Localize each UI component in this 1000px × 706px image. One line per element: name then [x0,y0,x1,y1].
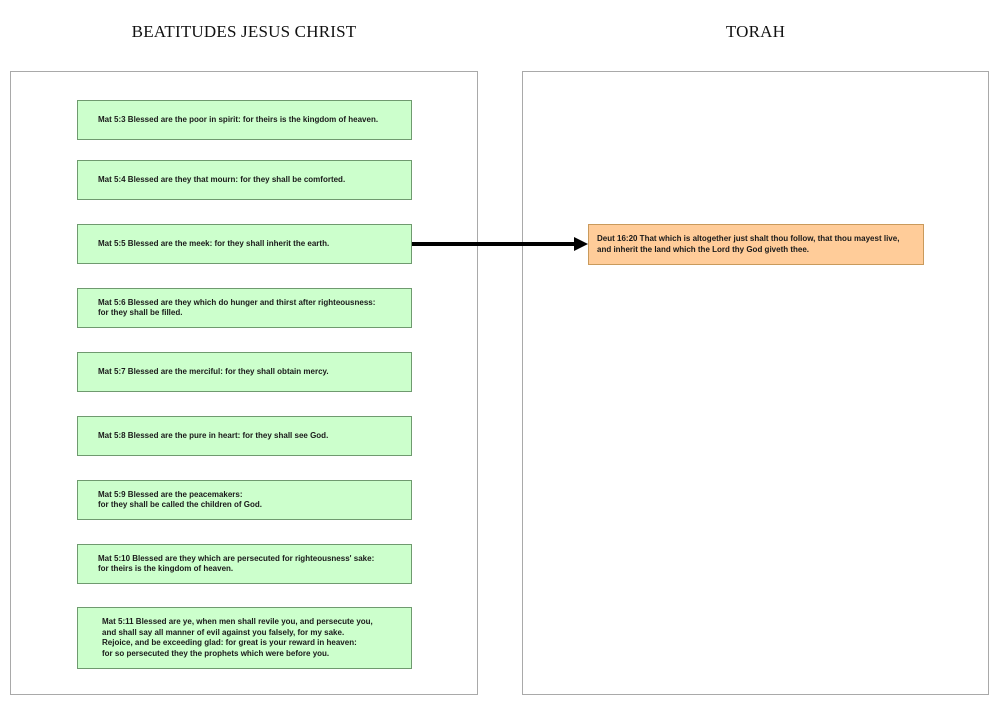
torah-panel [522,71,989,695]
beatitude-text: Mat 5:3 Blessed are the poor in spirit: … [98,114,379,124]
torah-text: Deut 16:20 That which is altogether just… [597,234,900,254]
beatitude-text: Mat 5:10 Blessed are they which are pers… [98,553,375,574]
beatitude-text: Mat 5:11 Blessed are ye, when men shall … [102,617,373,658]
beatitude-node-mat-5-10[interactable]: Mat 5:10 Blessed are they which are pers… [77,544,412,584]
beatitude-text: Mat 5:9 Blessed are the peacemakers: for… [98,489,263,510]
beatitude-node-mat-5-3[interactable]: Mat 5:3 Blessed are the poor in spirit: … [77,100,412,140]
beatitude-node-mat-5-5[interactable]: Mat 5:5 Blessed are the meek: for they s… [77,224,412,264]
beatitude-text: Mat 5:5 Blessed are the meek: for they s… [98,238,330,248]
beatitude-node-mat-5-8[interactable]: Mat 5:8 Blessed are the pure in heart: f… [77,416,412,456]
beatitude-node-mat-5-9[interactable]: Mat 5:9 Blessed are the peacemakers: for… [77,480,412,520]
beatitude-node-mat-5-11[interactable]: Mat 5:11 Blessed are ye, when men shall … [77,607,412,669]
arrowhead [574,237,588,251]
torah-column-title: TORAH [725,22,786,41]
beatitude-text: Mat 5:7 Blessed are the merciful: for th… [98,366,329,376]
beatitude-node-mat-5-4[interactable]: Mat 5:4 Blessed are they that mourn: for… [77,160,412,200]
beatitude-text: Mat 5:6 Blessed are they which do hunger… [98,297,376,318]
beatitude-text: Mat 5:8 Blessed are the pure in heart: f… [98,430,329,440]
torah-node-deut-16-20[interactable]: Deut 16:20 That which is altogether just… [588,224,924,265]
beatitude-node-mat-5-7[interactable]: Mat 5:7 Blessed are the merciful: for th… [77,352,412,392]
beatitudes-column-title: BEATITUDES JESUS CHRIST [131,22,357,41]
beatitude-node-mat-5-6[interactable]: Mat 5:6 Blessed are they which do hunger… [77,288,412,328]
beatitude-text: Mat 5:4 Blessed are they that mourn: for… [98,174,346,184]
